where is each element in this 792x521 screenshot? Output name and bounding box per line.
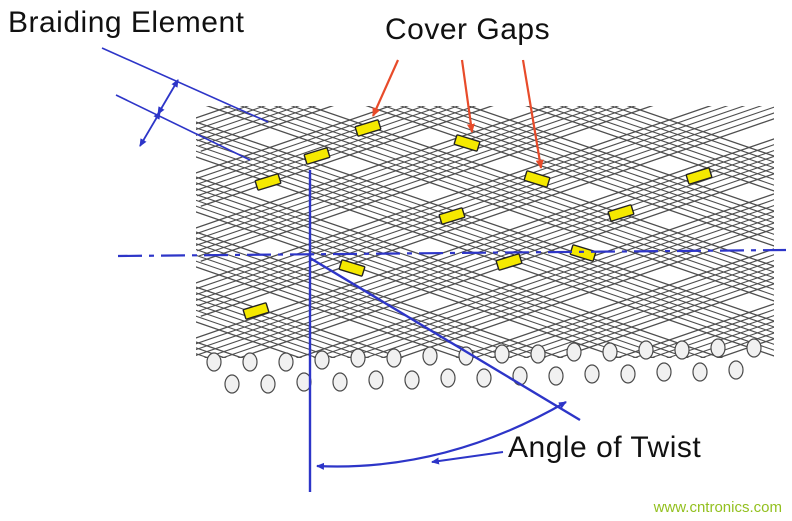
red-arrow-icon: [371, 59, 400, 117]
wire-end: [404, 370, 420, 390]
red-arrow-icon: [460, 59, 475, 133]
wire-end: [710, 338, 726, 358]
wire-end: [350, 348, 366, 368]
wire-end: [260, 374, 276, 394]
red-arrow-icon: [521, 59, 544, 169]
wire-end: [206, 352, 222, 372]
wire-end: [746, 338, 762, 358]
wire-end: [440, 368, 456, 388]
cover-gaps-label: Cover Gaps: [385, 13, 551, 46]
braiding-element-annotation: [101, 47, 269, 161]
braid-strand: [196, 284, 774, 358]
cover-gap-arrows: [371, 59, 544, 169]
wire-end: [332, 372, 348, 392]
wire-end: [548, 366, 564, 386]
wire-end: [638, 340, 654, 360]
extension-line: [115, 94, 251, 161]
wire-end: [728, 360, 744, 380]
twist-direction-line: [309, 256, 581, 422]
extension-line: [101, 47, 269, 123]
cover-gap-marker: [338, 259, 366, 277]
cover-gap-marker: [254, 173, 282, 191]
cover-gap-marker: [523, 170, 551, 188]
wire-end: [566, 342, 582, 362]
cover-gap-marker: [685, 167, 713, 185]
wire-end: [476, 368, 492, 388]
wire-end: [386, 348, 402, 368]
wire-end: [656, 362, 672, 382]
wire-end: [530, 344, 546, 364]
cover-gap-marker: [438, 207, 466, 225]
wire-end: [422, 346, 438, 366]
wire-end: [674, 340, 690, 360]
wire-end: [494, 344, 510, 364]
wire-end: [692, 362, 708, 382]
wire-end: [584, 364, 600, 384]
wire-end: [314, 350, 330, 370]
wire-end: [278, 352, 294, 372]
cover-gap-marker: [607, 204, 635, 222]
wire-ends: [206, 338, 762, 394]
angle-of-twist-annotation: [308, 170, 581, 492]
angle-of-twist-label: Angle of Twist: [508, 431, 702, 464]
wire-end: [368, 370, 384, 390]
wire-end: [620, 364, 636, 384]
wire-end: [224, 374, 240, 394]
angle-label-arrow-icon: [431, 451, 504, 465]
wire-end: [242, 352, 258, 372]
center-axis-line: [117, 248, 787, 258]
double-arrow-icon: [139, 111, 161, 147]
cover-gap-marker: [303, 147, 331, 165]
braiding-element-label: Braiding Element: [8, 6, 245, 39]
angle-arc-icon: [316, 401, 567, 470]
wire-end: [602, 342, 618, 362]
double-arrow-icon: [157, 79, 179, 115]
cover-gap-marker: [569, 244, 597, 262]
watermark-text: www.cntronics.com: [653, 499, 782, 516]
